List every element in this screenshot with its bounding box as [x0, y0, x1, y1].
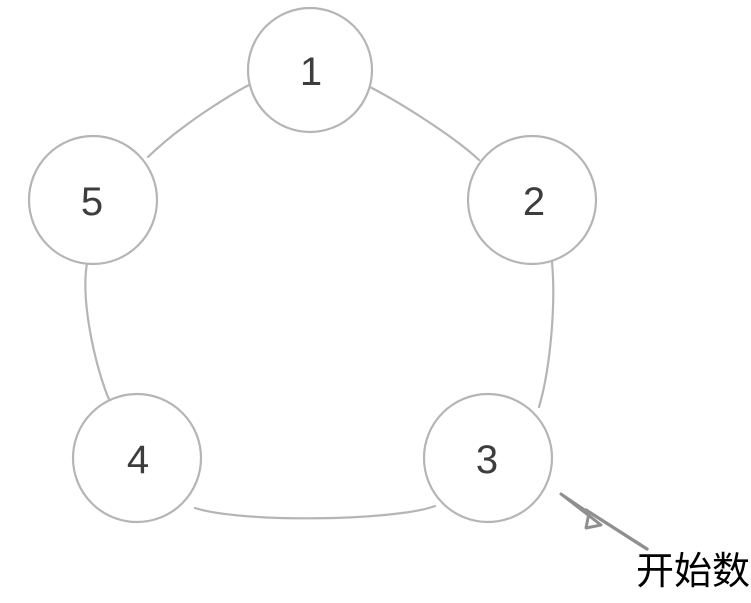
annotation-arrow [559, 492, 649, 551]
edge-3-to-4 [193, 504, 437, 520]
node-3-circle[interactable] [422, 392, 554, 524]
node-2-circle[interactable] [466, 134, 598, 266]
node-1-label: 1 [300, 50, 322, 94]
node-3-label: 3 [476, 438, 498, 482]
node-5-label: 5 [81, 180, 103, 224]
node-4-label: 4 [127, 438, 149, 482]
start-count-annotation-label: 开始数 [636, 549, 751, 593]
node-2-label: 2 [523, 180, 545, 224]
node-5-circle[interactable] [27, 134, 159, 266]
node-2[interactable]: 2 [466, 134, 598, 266]
arrow-shaft [584, 508, 649, 551]
node-1[interactable]: 1 [246, 6, 374, 134]
edge-5-to-1 [146, 80, 257, 159]
edge-group [84, 80, 555, 520]
node-1-circle[interactable] [246, 6, 374, 134]
edge-2-to-3 [537, 260, 555, 409]
node-4-circle[interactable] [71, 392, 203, 524]
edge-4-to-5 [84, 261, 114, 408]
node-5[interactable]: 5 [27, 134, 159, 266]
edge-1-to-2 [364, 83, 481, 162]
node-4[interactable]: 4 [71, 392, 203, 524]
node-group: 1 2 3 4 5 [27, 6, 598, 524]
node-3[interactable]: 3 [422, 392, 554, 524]
arrow-head-icon [559, 492, 603, 530]
